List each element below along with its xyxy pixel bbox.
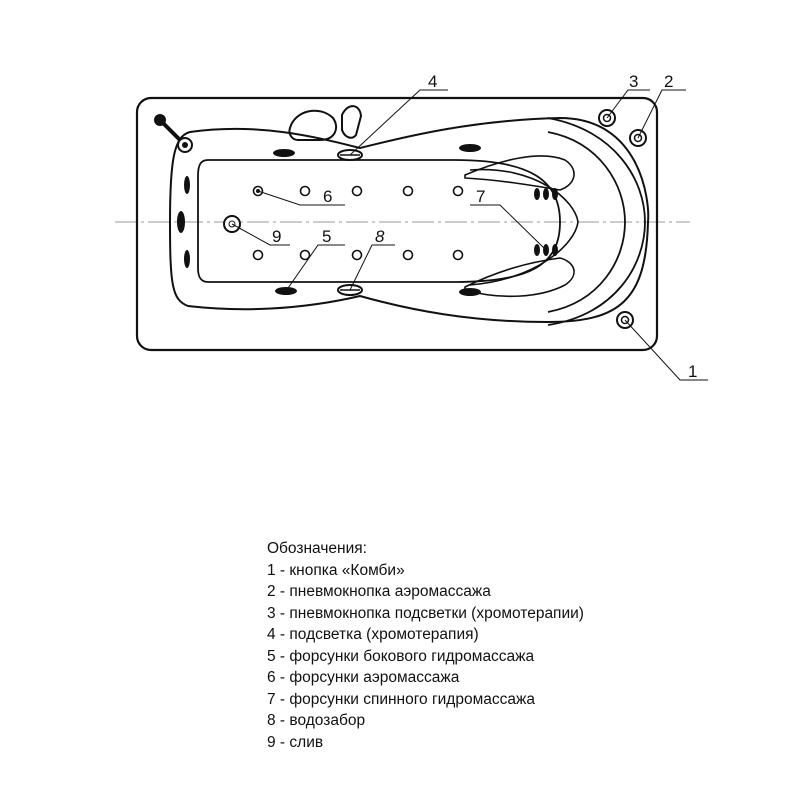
legend-item: 3 - пневмокнопка подсветки (хромотерапии… <box>267 604 584 622</box>
mixer-handle-icon <box>288 105 363 141</box>
callout-3: 3 <box>629 72 638 91</box>
legend-item: 7 - форсунки спинного гидромассажа <box>267 690 535 708</box>
air-nozzles <box>252 185 464 261</box>
headrest-arc-outer <box>547 117 646 326</box>
tub-basin-outline <box>168 116 650 324</box>
leader-lines <box>231 89 708 381</box>
legend-item: 1 - кнопка «Комби» <box>267 561 405 579</box>
legend-title: Обозначения: <box>267 540 367 557</box>
faucet-icon <box>154 114 193 153</box>
legend-item: 4 - подсветка (хромотерапия) <box>267 626 479 643</box>
legend: Обозначения: 1 - кнопка «Комби» 2 - пнев… <box>267 538 787 753</box>
callout-1: 1 <box>688 362 697 381</box>
side-jets <box>177 144 481 296</box>
headrest-arc-inner <box>547 131 626 313</box>
callout-9: 9 <box>272 227 281 246</box>
tub-floor-outline <box>197 159 561 283</box>
light-button-icon <box>598 109 616 127</box>
legend-item: 5 - форсунки бокового гидромассажа <box>267 647 535 665</box>
callout-5-left: 5 <box>322 227 331 246</box>
callout-6: 6 <box>323 187 332 206</box>
legend-item: 6 - форсунки аэромассажа <box>267 669 460 686</box>
tub-outer-rim <box>135 96 659 352</box>
legend-item: 9 - слив <box>267 733 324 751</box>
backrest-armrest-upper <box>464 155 575 191</box>
legend-item: 8 - водозабор <box>267 712 366 729</box>
callout-4: 4 <box>428 72 437 91</box>
backrest-armrest-lower <box>464 257 575 298</box>
backrest-edge <box>469 168 579 286</box>
back-jets <box>534 188 558 256</box>
bathtub-diagram: 1 2 3 4 5 6 7 8 9 <box>115 72 708 381</box>
callout-7: 7 <box>476 187 485 206</box>
legend-item: 2 - пневмокнопка аэромассажа <box>267 583 491 600</box>
callout-8: 8 <box>375 227 385 246</box>
callout-2: 2 <box>664 72 673 91</box>
